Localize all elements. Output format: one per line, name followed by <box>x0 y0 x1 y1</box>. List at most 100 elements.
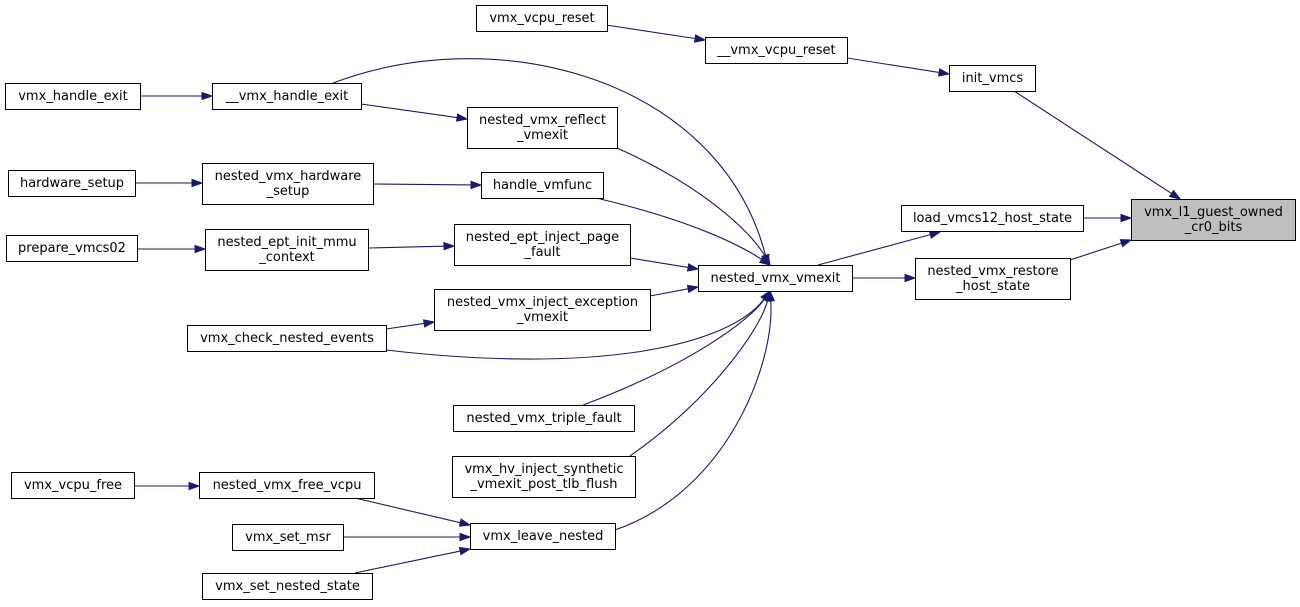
node-label: nested_vmx_free_vcpu <box>213 478 362 493</box>
edge-nested_ept_inject_page_fault-to-nested_vmx_vmexit <box>629 257 700 272</box>
edge-line <box>385 298 765 360</box>
node-vmx-handle-exit[interactable]: vmx_handle_exit <box>5 83 141 110</box>
edge-line <box>1069 242 1122 261</box>
node-vmx-check-nested-events[interactable]: vmx_check_nested_events <box>187 325 387 352</box>
edge-nested_vmx_hardware_setup-to-handle_vmfunc <box>372 180 483 190</box>
edge-line <box>1013 90 1172 195</box>
edge-line <box>595 197 762 260</box>
node-box <box>901 205 1084 232</box>
edge-vmx_set_msr-to-vmx_leave_nested <box>343 532 472 542</box>
node-label: nested_vmx_inject_exception <box>447 295 638 310</box>
node-nested-vmx-free-vcpu[interactable]: nested_vmx_free_vcpu <box>199 472 375 499</box>
edge-line <box>354 497 461 524</box>
node-label: _host_state <box>955 279 1030 294</box>
arrowhead <box>758 255 772 266</box>
edge-init_vmcs-to-vmx_l1_guest_owned_cr0_bits <box>1013 90 1182 200</box>
edge-line <box>629 257 689 268</box>
node-load-vmcs12-host-state[interactable]: load_vmcs12_host_state <box>901 205 1084 232</box>
node-label: init_vmcs <box>962 71 1024 86</box>
node-vmx-vcpu-free[interactable]: vmx_vcpu_free <box>11 472 135 499</box>
arrowhead <box>1119 239 1133 248</box>
edge-nested_ept_init_mmu_context-to-nested_ept_inject_page_fault <box>367 241 456 251</box>
node-box <box>205 229 369 271</box>
node-label: vmx_vcpu_reset <box>489 11 594 26</box>
node-hardware-setup[interactable]: hardware_setup <box>8 170 136 197</box>
node-box <box>8 170 136 197</box>
edge-vmx_leave_nested-to-nested_vmx_vmexit <box>614 289 776 531</box>
node-label: _vmexit <box>516 128 568 143</box>
node-box <box>202 573 373 600</box>
edge-line <box>649 288 689 297</box>
node-box <box>454 224 631 266</box>
node-box <box>698 265 853 292</box>
node-box <box>202 163 374 205</box>
node-nested-vmx-restore-host-state[interactable]: nested_vmx_restore_host_state <box>915 258 1071 300</box>
node---vmx-handle-exit[interactable]: __vmx_handle_exit <box>212 83 362 110</box>
arrowhead <box>686 263 700 272</box>
edge-vmx_vcpu_reset-to-__vmx_vcpu_reset <box>605 24 707 43</box>
node-nested-vmx-triple-fault[interactable]: nested_vmx_triple_fault <box>453 405 635 432</box>
edge-line <box>582 298 765 406</box>
edge-line <box>367 245 445 249</box>
node-nested-ept-inject-page-fault[interactable]: nested_ept_inject_page_fault <box>454 224 631 266</box>
node-label: vmx_vcpu_free <box>24 478 122 493</box>
edge-line <box>817 234 931 266</box>
node-vmx-set-nested-state[interactable]: vmx_set_nested_state <box>202 573 373 600</box>
node-label: vmx_hv_inject_synthetic <box>464 462 623 477</box>
arrowhead <box>459 532 472 542</box>
node-label: _context <box>258 250 315 265</box>
arrowhead <box>194 244 207 254</box>
node-nested-vmx-vmexit[interactable]: nested_vmx_vmexit <box>698 265 853 292</box>
arrowhead <box>455 113 469 122</box>
node-nested-vmx-inject-exception-vmexit[interactable]: nested_vmx_inject_exception_vmexit <box>434 289 651 331</box>
arrowhead <box>937 68 951 77</box>
node-vmx-leave-nested[interactable]: vmx_leave_nested <box>470 523 616 550</box>
edge-line <box>605 24 696 40</box>
node-label: nested_ept_inject_page <box>466 230 619 245</box>
edge-vmx_hv_inject_synthetic_vmexit_post_tlb_flush-to-nested_vmx_vmexit <box>629 289 772 457</box>
node-label: _setup <box>266 184 310 199</box>
node-handle-vmfunc[interactable]: handle_vmfunc <box>481 172 604 199</box>
node-label: _vmexit_post_tlb_flush <box>469 477 617 492</box>
nodes-layer: vmx_vcpu_reset __vmx_vcpu_reset init_vmcsv… <box>5 5 1296 600</box>
edges-layer <box>134 24 1182 574</box>
edge-line <box>372 183 472 186</box>
node-label: vmx_l1_guest_owned <box>1144 205 1283 220</box>
node-nested-ept-init-mmu-context[interactable]: nested_ept_init_mmu_context <box>205 229 369 271</box>
arrowhead <box>766 289 776 302</box>
node-box <box>232 524 344 551</box>
edge-line <box>354 550 461 574</box>
node-vmx-set-msr[interactable]: vmx_set_msr <box>232 524 344 551</box>
node-label: prepare_vmcs02 <box>18 241 126 256</box>
node-label: vmx_leave_nested <box>483 529 604 544</box>
node-box <box>187 325 387 352</box>
arrowhead <box>1168 189 1182 200</box>
node-box <box>11 472 135 499</box>
node-box <box>452 456 636 498</box>
edge-line <box>385 322 425 330</box>
node-label: nested_vmx_triple_fault <box>466 411 621 426</box>
node-label: __vmx_vcpu_reset <box>716 43 835 58</box>
node-box <box>212 83 362 110</box>
arrowhead <box>422 319 436 328</box>
node---vmx-vcpu-reset[interactable]: __vmx_vcpu_reset <box>705 37 848 64</box>
node-vmx-hv-inject-synthetic-vmexit-post-tlb-flush[interactable]: vmx_hv_inject_synthetic_vmexit_post_tlb_… <box>452 456 636 498</box>
arrowhead <box>693 34 707 43</box>
node-nested-vmx-reflect-vmexit[interactable]: nested_vmx_reflect_vmexit <box>467 107 618 149</box>
edge-line <box>616 147 766 257</box>
edge-vmx_vcpu_free-to-nested_vmx_free_vcpu <box>134 481 201 491</box>
edge-vmx_set_nested_state-to-vmx_leave_nested <box>354 546 472 574</box>
node-nested-vmx-hardware-setup[interactable]: nested_vmx_hardware_setup <box>202 163 374 205</box>
node-prepare-vmcs02[interactable]: prepare_vmcs02 <box>6 235 138 262</box>
node-box <box>915 258 1071 300</box>
node-vmx-vcpu-reset[interactable]: vmx_vcpu_reset <box>476 5 608 32</box>
node-vmx-l1-guest-owned-cr0-bits: vmx_l1_guest_owned_cr0_bits <box>1131 199 1296 241</box>
node-label: vmx_check_nested_events <box>200 331 374 346</box>
node-init-vmcs[interactable]: init_vmcs <box>949 65 1036 92</box>
arrowhead <box>904 273 917 283</box>
edge-handle_vmfunc-to-nested_vmx_vmexit <box>595 197 772 266</box>
node-label: nested_vmx_vmexit <box>711 271 841 286</box>
arrowhead <box>191 178 204 188</box>
node-label: nested_vmx_hardware <box>215 169 362 184</box>
